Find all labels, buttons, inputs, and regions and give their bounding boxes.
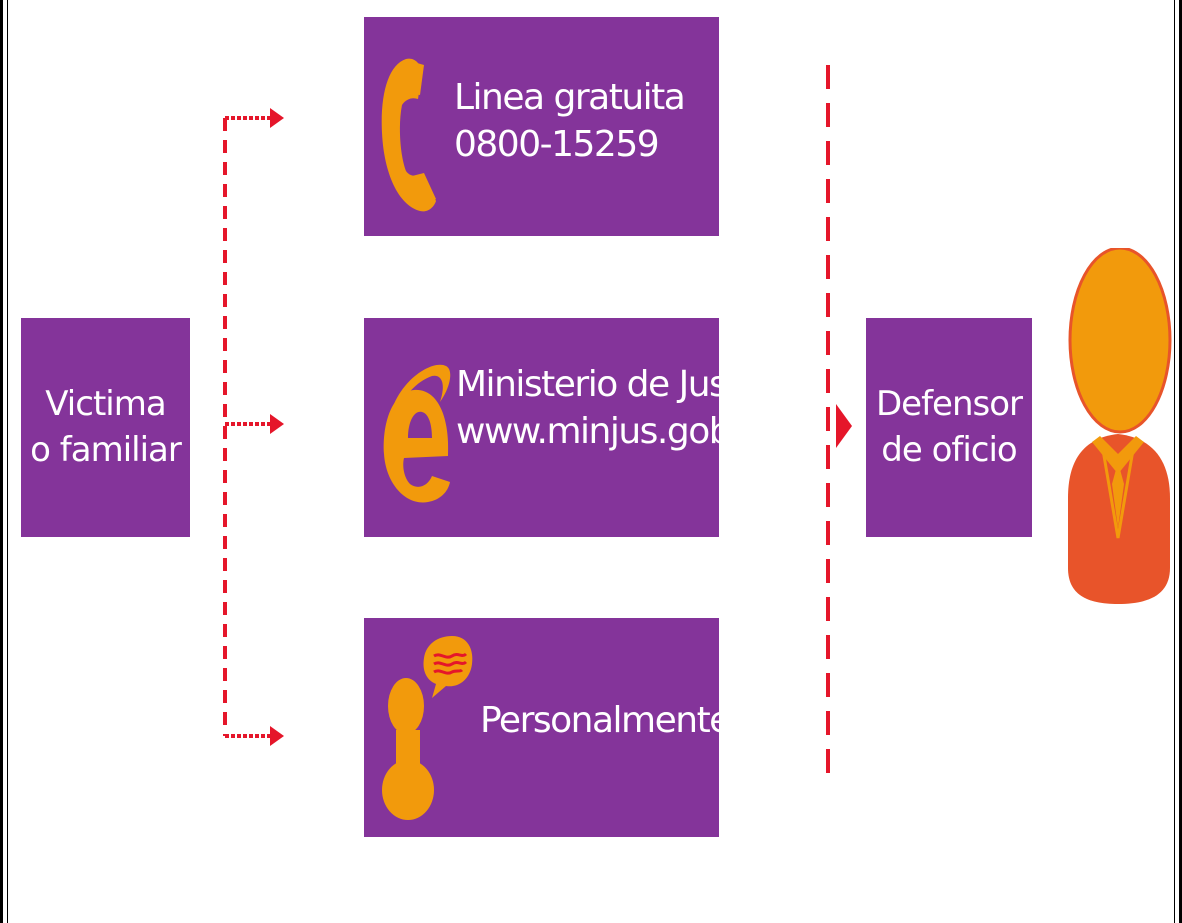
- phone-icon: [381, 58, 436, 212]
- defensor-line1: Defensor: [875, 383, 1023, 424]
- person-line1: Personalmente: [480, 700, 731, 741]
- phone-line1: Linea gratuita: [454, 77, 686, 118]
- web-text: Ministerio de Justicia www.minjus.gob.pe: [456, 362, 796, 456]
- speech-person-icon: [382, 636, 473, 820]
- victim-box: Victima o familiar: [21, 318, 190, 537]
- defensor-box: Defensor de oficio: [866, 318, 1032, 537]
- defensor-line2: de oficio: [881, 429, 1017, 470]
- channel-web-box: Ministerio de Justicia www.minjus.gob.pe: [364, 318, 796, 537]
- web-browser-icon: [383, 364, 451, 503]
- frame-line-right: [1174, 0, 1175, 923]
- phone-line2: 0800-15259: [454, 123, 660, 165]
- victim-line1: Victima: [45, 383, 166, 424]
- arrowhead-middle: [270, 414, 284, 434]
- channel-phone-box: Linea gratuita 0800-15259: [364, 17, 719, 236]
- person-text: Personalmente: [480, 698, 731, 745]
- frame-line-left: [7, 0, 8, 923]
- web-line1: Ministerio de Justicia: [456, 364, 796, 405]
- phone-text: Linea gratuita 0800-15259: [454, 75, 686, 169]
- arrowhead-defensor: [836, 404, 852, 448]
- arrowhead-top: [270, 108, 284, 128]
- channel-in-person-box: Personalmente: [364, 618, 731, 837]
- web-line2: www.minjus.gob.pe: [456, 410, 784, 452]
- victim-line2: o familiar: [30, 429, 182, 470]
- arrowhead-bottom: [270, 726, 284, 746]
- lawyer-person-icon: [1068, 248, 1172, 604]
